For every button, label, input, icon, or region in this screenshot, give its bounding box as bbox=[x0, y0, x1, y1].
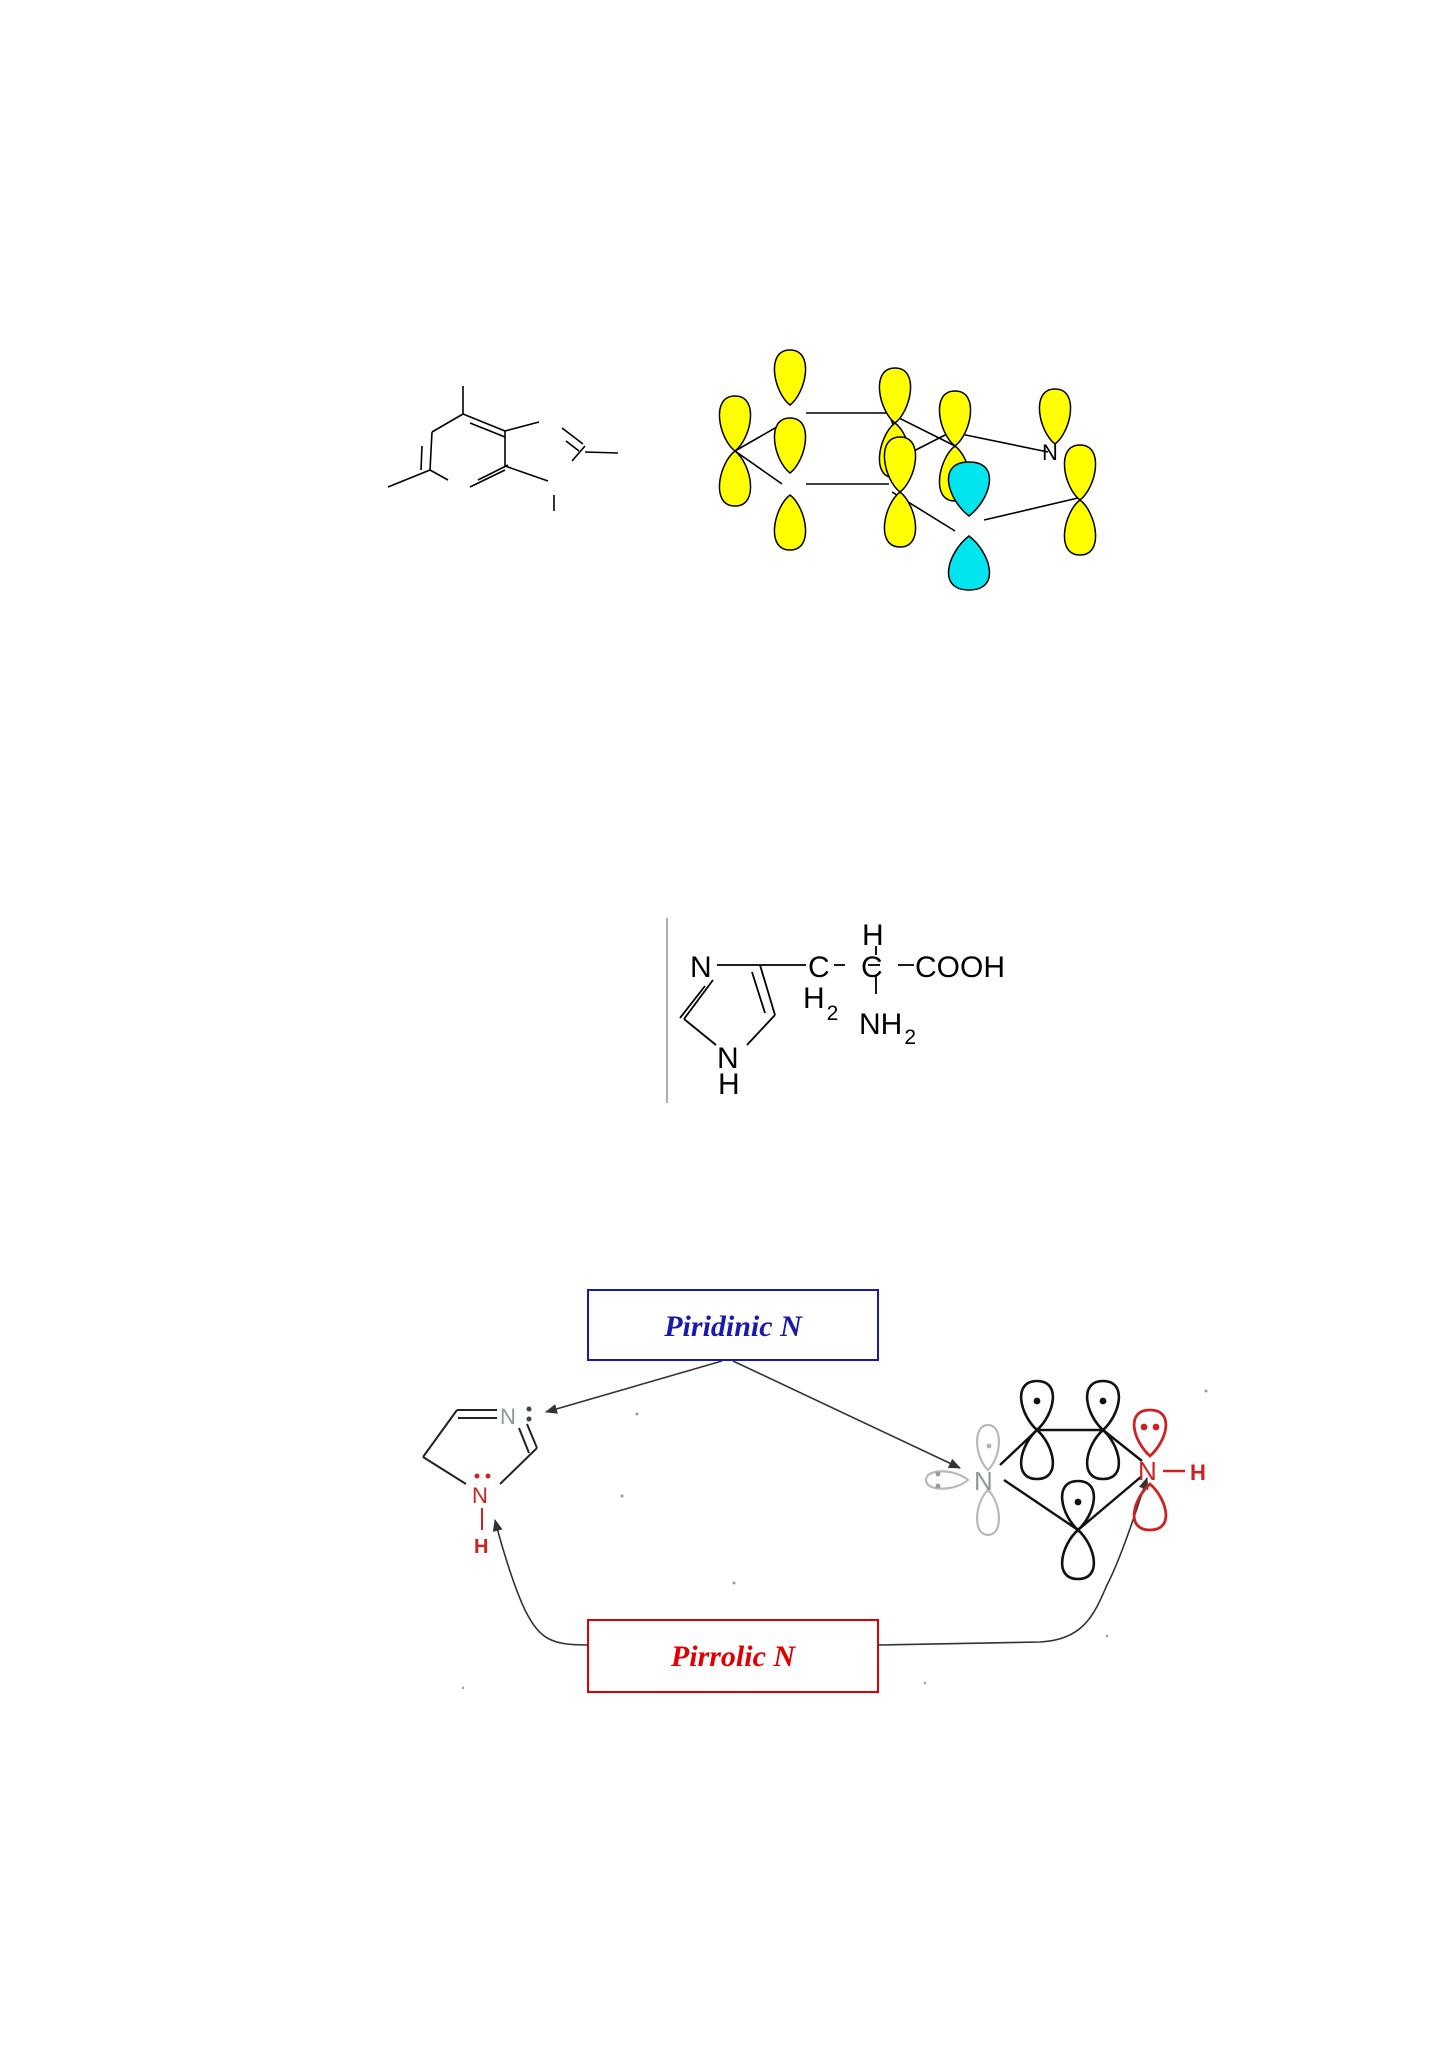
arrow-to-pyridinic-n-left bbox=[545, 1360, 723, 1414]
scan-speckles bbox=[461, 1389, 1208, 1690]
ring-nh-hydrogen: H bbox=[718, 1068, 740, 1101]
methylene-hydrogens: H2 bbox=[803, 982, 838, 1025]
p-orbital-lobe bbox=[773, 349, 807, 406]
pyrrolic-label: Pirrolic N bbox=[670, 1640, 796, 1673]
pyridinic-label-box bbox=[587, 1289, 879, 1361]
connector-arrows bbox=[492, 1360, 1149, 1646]
p-orbital-lobe bbox=[878, 367, 912, 424]
arrow-to-pyrrolic-n-right bbox=[877, 1477, 1149, 1646]
pyridinic-n-orbitals bbox=[924, 1423, 1000, 1537]
indole-skeleton bbox=[387, 386, 619, 511]
p-orbital-lobe bbox=[1085, 1428, 1121, 1481]
p-orbital-lobe bbox=[718, 450, 752, 507]
ring-nitrogen-top: N bbox=[690, 951, 712, 984]
p-orbital-lobe bbox=[718, 395, 752, 452]
indole-orbital-diagram: N bbox=[718, 349, 1097, 591]
p-orbital-lobe bbox=[883, 491, 917, 548]
methylene-carbon: C bbox=[808, 951, 830, 984]
nitrogen-lone-pair-orbital bbox=[947, 461, 991, 591]
pyrrolic-h: H bbox=[474, 1536, 488, 1558]
p-orbital-lobe bbox=[1019, 1428, 1055, 1481]
ring-sigma-bonds bbox=[999, 1428, 1143, 1531]
pyrrolic-label-box bbox=[587, 1619, 879, 1693]
methylene-h: H bbox=[803, 982, 825, 1015]
side-chain-bonds bbox=[834, 946, 914, 994]
single-electron-dots bbox=[1033, 1397, 1107, 1506]
pyrrolic-n-orbital-label: N bbox=[1138, 1456, 1157, 1486]
amino-nh: NH bbox=[859, 1008, 902, 1041]
imidazole-ring-bonds bbox=[679, 964, 806, 1046]
arrow-to-pyrrolic-n-left bbox=[492, 1519, 589, 1646]
p-orbital-lobes bbox=[718, 349, 1097, 556]
pyrrolic-n-orbitals bbox=[1132, 1408, 1168, 1532]
lone-pair-lobe bbox=[947, 461, 991, 517]
alpha-carbon: C bbox=[861, 951, 883, 984]
ring-nitrogen-bottom: N bbox=[717, 1042, 739, 1075]
imidazole-nitrogen-types-diagram: Piridinic N Pirrolic N N bbox=[422, 1289, 1208, 1693]
imidazole-lone-pair-structure: N N H bbox=[422, 1404, 538, 1558]
alpha-hydrogen: H bbox=[862, 919, 884, 952]
p-orbital-lobe bbox=[1085, 1379, 1121, 1432]
pyrrolic-n-red: N bbox=[472, 1483, 488, 1508]
pyrrolic-lone-pair-dots bbox=[1140, 1423, 1160, 1431]
pyrrolic-orbital-h: H bbox=[1190, 1460, 1206, 1485]
p-orbital-lobe bbox=[773, 494, 807, 551]
p-orbital-lobe bbox=[1063, 444, 1097, 501]
pyridinic-n-gray: N bbox=[500, 1404, 516, 1429]
p-orbital-lobe bbox=[1060, 1479, 1096, 1532]
pyrrolic-lone-pair-dots bbox=[474, 1473, 491, 1479]
p-orbital-lobe bbox=[1019, 1379, 1055, 1432]
orbital-nitrogen-label: N bbox=[1042, 440, 1058, 465]
p-orbital-lobe bbox=[1060, 1528, 1096, 1581]
pyridinic-label: Piridinic N bbox=[663, 1310, 803, 1343]
histidine-structure: N N H C H2 H C COOH NH2 bbox=[666, 918, 1005, 1103]
p-orbital-lobe bbox=[883, 436, 917, 493]
p-orbital-lobe bbox=[1038, 388, 1072, 445]
imidazole-orbital-structure: N N bbox=[924, 1379, 1206, 1581]
p-orbital-lobe bbox=[1063, 499, 1097, 556]
p-orbital-lobe bbox=[773, 417, 807, 474]
amino-subscript: 2 bbox=[904, 1026, 916, 1049]
p-orbital-lobe bbox=[938, 390, 972, 447]
arrow-to-pyridinic-n-right bbox=[732, 1360, 961, 1469]
pyridinic-lone-pair-dots bbox=[526, 1406, 532, 1422]
carbon-p-orbitals bbox=[1019, 1379, 1121, 1581]
lone-pair-lobe bbox=[947, 535, 991, 591]
methylene-subscript: 2 bbox=[827, 1002, 839, 1025]
pyridinic-n-orbital-label: N bbox=[974, 1466, 993, 1496]
carboxyl-group: COOH bbox=[915, 951, 1005, 984]
amino-group: NH2 bbox=[859, 1008, 916, 1049]
